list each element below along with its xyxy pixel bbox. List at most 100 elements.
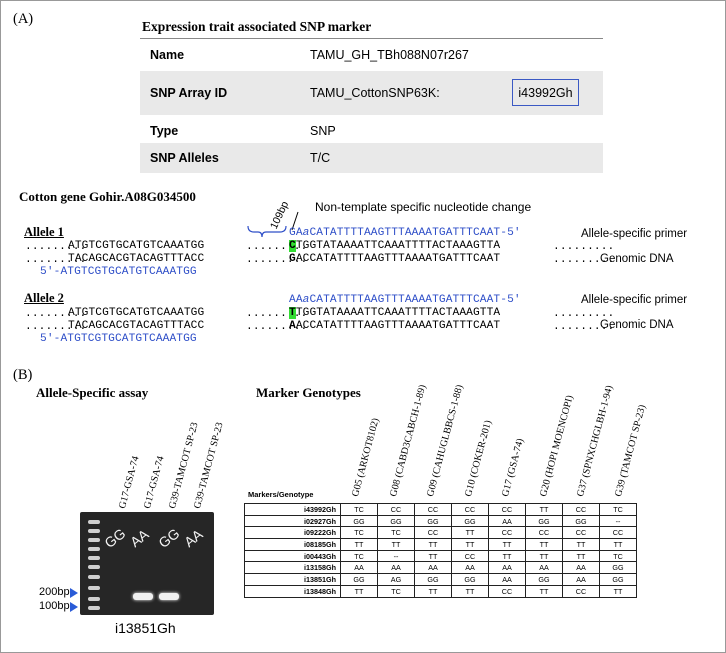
- genotype-call: GG: [414, 573, 452, 586]
- genotype-call: GG: [525, 514, 563, 528]
- genotype-call: GG: [599, 561, 637, 575]
- genotype-call: AA: [414, 561, 452, 575]
- genotype-call: TC: [377, 584, 415, 598]
- info-row-type: Type SNP: [140, 115, 603, 147]
- info-key: SNP Alleles: [150, 151, 219, 165]
- genotype-call: AA: [562, 561, 600, 575]
- allele2-genomic-label: Genomic DNA: [600, 319, 674, 331]
- genotype-call: TT: [451, 538, 489, 551]
- info-value: TAMU_CottonSNP63K:: [310, 86, 440, 100]
- snp-base: T: [289, 307, 296, 319]
- annotation-text: Non-template specific nucleotide change: [315, 200, 532, 214]
- info-row-alleles: SNP Alleles T/C: [140, 143, 603, 173]
- genotype-call: TT: [488, 549, 526, 563]
- genotype-title: Marker Genotypes: [256, 385, 361, 400]
- allele2-label: Allele 2: [24, 291, 64, 305]
- genotype-call: TT: [340, 538, 378, 551]
- allele1-bottom-strand-left: TACAGCACGTACAGTTTACC: [68, 253, 205, 265]
- allele1-bottom-left-dots: .........: [25, 254, 87, 266]
- marker-name: i13848Gh: [244, 584, 341, 598]
- ladder-band: [88, 529, 100, 533]
- allele1-genomic-label: Genomic DNA: [600, 253, 674, 265]
- allele1-primer: GAaCATATTTTAAGTTTAAAATGATTTCAAT-5': [289, 227, 521, 239]
- info-table-title: Expression trait associated SNP marker: [142, 19, 372, 34]
- genotype-call: GG: [525, 573, 563, 586]
- genotype-call: CC: [414, 503, 452, 516]
- marker-name: i00443Gh: [244, 549, 341, 563]
- marker-name: i09222Gh: [244, 526, 341, 540]
- allele1-bottom-right-dots: .........: [553, 254, 615, 266]
- genotype-call: TT: [525, 584, 563, 598]
- marker-name: i13158Gh: [244, 561, 341, 575]
- genotype-call: GG: [451, 573, 489, 586]
- genotype-call: CC: [562, 503, 600, 516]
- allele2-bottom-strand-right: AACCATATTTTAAGTTTAAAATGATTTCAAT: [289, 320, 500, 332]
- genotype-call: TT: [525, 538, 563, 551]
- allele1-reverse-primer: 5'-ATGTCGTGCATGTCAAATGG: [40, 266, 197, 278]
- genotype-call: GG: [340, 573, 378, 586]
- ladder-band: [88, 586, 100, 590]
- genotype-corner-label: Markers/Genotype: [248, 490, 314, 499]
- gap-bracket: [247, 225, 287, 238]
- genotype-call: CC: [488, 584, 526, 598]
- allele1-top-strand-left: ATGTCGTGCATGTCAAATGG: [68, 240, 205, 252]
- genotype-call: CC: [488, 526, 526, 540]
- ladder-band: [88, 556, 100, 560]
- marker-name: i08185Gh: [244, 538, 341, 551]
- genotype-call: TT: [562, 549, 600, 563]
- gel-marker-caption: i13851Gh: [115, 620, 176, 636]
- genotype-call: AA: [451, 561, 489, 575]
- allele2-primer: AAaCATATTTTAAGTTTAAAATGATTTCAAT-5': [289, 294, 521, 306]
- ladder-band: [88, 575, 100, 579]
- genotype-call: TC: [377, 526, 415, 540]
- genotype-call: GG: [599, 573, 637, 586]
- gel-call-1: GG: [101, 524, 129, 552]
- genotype-call: TT: [414, 538, 452, 551]
- genotype-call: AA: [488, 573, 526, 586]
- info-row-snp-array: SNP Array ID TAMU_CottonSNP63K:: [140, 71, 603, 115]
- genotype-call: CC: [525, 526, 563, 540]
- marker-name: i02927Gh: [244, 514, 341, 528]
- info-key: Type: [150, 124, 179, 138]
- allele2-top-left-dots: .........: [25, 308, 87, 320]
- allele2-top-strand-left: ATGTCGTGCATGTCAAATGG: [68, 307, 205, 319]
- genotype-call: GG: [377, 514, 415, 528]
- genotype-call: GG: [414, 514, 452, 528]
- genotype-call: CC: [562, 526, 600, 540]
- gel-call-3: GG: [155, 524, 183, 552]
- genotype-call: TC: [340, 549, 378, 563]
- ladder-band: [88, 538, 100, 542]
- allele1-top-strand-right: CTGGTATAAAATTCAAATTTTACTAAAGTTA: [289, 240, 500, 252]
- arrow-200-icon: [70, 588, 78, 598]
- allele1-bottom-strand-right: GACCATATTTTAAGTTTAAAATGATTTCAAT: [289, 253, 500, 265]
- genotype-call: --: [377, 549, 415, 563]
- genotype-call: TC: [340, 526, 378, 540]
- sequence-right: ACCATATTTTAAGTTTAAAATGATTTCAAT: [295, 253, 501, 265]
- info-value: TAMU_GH_TBh088N07r267: [310, 48, 469, 62]
- ladder-band: [88, 520, 100, 524]
- assay-title: Allele-Specific assay: [36, 385, 149, 400]
- genotype-call: TT: [451, 584, 489, 598]
- allele2-bottom-left-dots: .........: [25, 321, 87, 333]
- primer-sequence: CATATTTTAAGTTTAAAATGATTTCAAT-5': [309, 294, 521, 306]
- ladder-band: [88, 565, 100, 569]
- genotype-call: --: [599, 514, 637, 528]
- genotype-call: AG: [377, 573, 415, 586]
- ladder-band: [88, 606, 100, 610]
- size-200bp: 200bp: [39, 586, 70, 598]
- genotype-call: CC: [414, 526, 452, 540]
- info-value: T/C: [310, 151, 331, 165]
- ladder-band: [88, 597, 100, 601]
- genotype-call: AA: [562, 573, 600, 586]
- genotype-call: CC: [377, 503, 415, 516]
- genotype-call: TT: [525, 503, 563, 516]
- size-100bp: 100bp: [39, 600, 70, 612]
- genotype-call: AA: [488, 561, 526, 575]
- marker-name: i43992Gh: [244, 503, 341, 516]
- genotype-call: CC: [562, 584, 600, 598]
